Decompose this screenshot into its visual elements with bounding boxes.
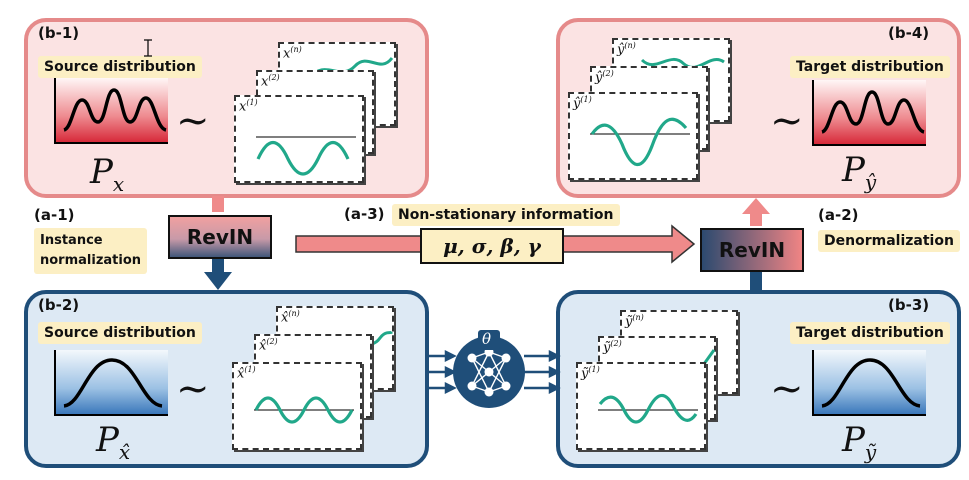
gaussian-curve (63, 358, 163, 408)
tilde-b3: ~ (770, 366, 804, 412)
multimodal-curve (63, 88, 167, 132)
panel-b3-tag: (b-3) (888, 296, 930, 314)
model-output-arrows (524, 349, 561, 395)
a1-label-line2: normalization (40, 253, 142, 268)
red-connector-b1 (212, 196, 224, 212)
p-label-b2: Px̂ (96, 420, 130, 464)
target-distribution-plot-b3 (812, 350, 926, 416)
p-label-b4: Pŷ (842, 150, 876, 194)
panel-b3-title: Target distribution (790, 322, 950, 344)
a1-tag: (a-1) (34, 206, 75, 224)
card-label: ỹ(2) (603, 339, 622, 356)
card-label: ŷ(n) (617, 41, 636, 58)
p-main: P (96, 420, 119, 460)
card-label: x̂(n) (281, 309, 300, 326)
card-label: ŷ(2) (595, 69, 614, 86)
tilde-b1: ~ (176, 98, 210, 144)
p-label-b3: Pỹ (842, 420, 876, 464)
p-sub: x (112, 171, 125, 196)
p-main: P (842, 150, 865, 190)
gaussian-curve (821, 358, 921, 408)
a1-label-line1: Instance (40, 233, 103, 248)
tilde-b4: ~ (770, 98, 804, 144)
p-sub: ŷ (864, 169, 877, 194)
revin-denormalization-block: RevIN (700, 228, 804, 272)
series-card-b4-1: ŷ(1) (568, 92, 698, 180)
blue-connector-b3 (750, 270, 762, 292)
a3-tag: (a-3) (344, 205, 385, 223)
a3-label: Non-stationary information (392, 204, 620, 226)
p-label-b1: Px (90, 152, 124, 196)
red-arrowhead-up (742, 198, 770, 214)
panel-b2-title: Source distribution (38, 322, 202, 344)
series-card-b3-1: ỹ(1) (576, 362, 706, 450)
a1-label: Instance normalization (34, 228, 148, 274)
a2-tag: (a-2) (818, 206, 859, 224)
p-sub: ỹ (864, 439, 877, 464)
source-distribution-plot-b2 (54, 350, 168, 416)
source-distribution-plot-b1 (54, 78, 168, 144)
tilde-b2: ~ (176, 366, 210, 412)
panel-b4-title: Target distribution (790, 56, 950, 78)
p-main: P (90, 152, 113, 192)
card-label: x(n) (283, 45, 302, 62)
card-label: ỹ(1) (581, 365, 600, 382)
panel-b2-tag: (b-2) (38, 296, 80, 314)
red-connector-b4 (750, 212, 762, 226)
blue-connector-b2 (212, 258, 224, 274)
non-stationary-params: μ, σ, β, γ (420, 228, 564, 264)
p-sub: x̂ (118, 439, 131, 464)
card-label: x̂(1) (237, 365, 256, 382)
panel-b1-title: Source distribution (38, 56, 202, 78)
series-card-b1-1: x(1) (234, 95, 364, 183)
panel-b4-tag: (b-4) (888, 24, 930, 42)
p-main: P (842, 420, 865, 460)
panel-b1-tag: (b-1) (38, 24, 80, 42)
card-label: x(2) (261, 73, 280, 90)
series-card-b2-1: x̂(1) (232, 362, 362, 450)
model-input-arrows (428, 349, 457, 395)
blue-arrowhead-down (204, 272, 232, 290)
target-distribution-plot-b4 (812, 80, 926, 146)
card-label: ỹ(n) (625, 313, 644, 330)
revin-normalization-block: RevIN (168, 215, 272, 259)
theta-label: θ (482, 330, 492, 348)
card-label: ŷ(1) (573, 95, 592, 112)
a2-label: Denormalization (818, 230, 960, 252)
card-label: x̂(2) (259, 337, 278, 354)
multimodal-curve (821, 90, 925, 134)
card-label: x(1) (239, 98, 258, 115)
